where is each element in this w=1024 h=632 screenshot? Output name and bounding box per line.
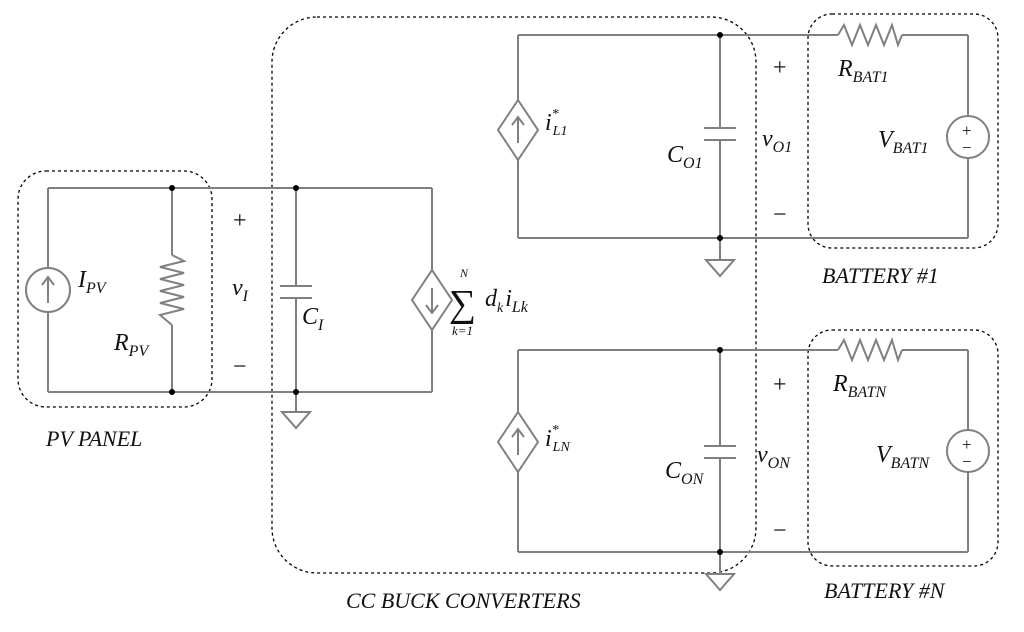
batteryN-box	[807, 329, 999, 567]
sum-upper-limit: N	[459, 266, 469, 280]
converterN-source-label: i*LN	[545, 423, 570, 455]
summation-label: N ∑ k=1 dkiLk	[449, 266, 529, 338]
pv-current-source	[25, 267, 71, 313]
battery1-voltage-label: VBAT1	[878, 127, 929, 157]
batteryN-resistor	[837, 336, 903, 364]
output-capacitor-1-label: CO1	[667, 142, 703, 172]
batteryN-voltage-source	[946, 429, 990, 473]
batteryN-source-plus: +	[962, 435, 972, 454]
batteryN-source-minus: −	[962, 452, 972, 471]
batteryN-title: BATTERY #N	[824, 578, 946, 603]
converterN-dependent-source	[496, 410, 540, 474]
converter-branch-N	[496, 336, 990, 592]
input-voltage-plus: +	[233, 208, 247, 234]
output-capacitor-N-label: CON	[665, 458, 705, 488]
batteryN-voltage-label: VBATN	[876, 442, 931, 472]
ground-icon	[703, 259, 737, 278]
input-capacitor	[280, 285, 312, 299]
battery1-title: BATTERY #1	[822, 263, 939, 288]
output-voltage-N-plus: +	[773, 372, 787, 398]
arrow-up-icon	[511, 427, 525, 455]
battery1-source-plus: +	[962, 121, 972, 140]
pv-resistor	[157, 254, 187, 326]
battery1-resistor	[837, 21, 903, 49]
sum-term: dkiLk	[485, 286, 529, 316]
output-voltage-1-label: vO1	[762, 126, 792, 156]
converter-branch-1	[496, 21, 990, 278]
arrow-up-icon	[41, 275, 55, 303]
battery1-voltage-source	[946, 115, 990, 159]
output-capacitor-1	[704, 127, 736, 141]
output-voltage-1-plus: +	[773, 55, 787, 81]
input-capacitor-label: CI	[302, 304, 324, 334]
pv-source-label: IPV	[77, 267, 108, 297]
battery1-source-minus: −	[962, 138, 972, 157]
pv-panel-title: PV PANEL	[45, 426, 142, 451]
output-voltage-1-minus: −	[773, 202, 787, 228]
converter1-source-label: i*L1	[545, 107, 567, 139]
arrow-down-icon	[425, 288, 439, 315]
battery1-box	[807, 13, 999, 249]
sum-lower-limit: k=1	[452, 323, 473, 338]
batteryN-resistor-label: RBATN	[832, 371, 888, 401]
input-voltage-minus: −	[233, 354, 247, 380]
output-voltage-N-minus: −	[773, 518, 787, 544]
input-voltage-label: vI	[232, 275, 249, 305]
output-capacitor-N	[704, 445, 736, 459]
buck-converters-title: CC BUCK CONVERTERS	[346, 588, 581, 613]
pv-panel-box	[17, 170, 213, 408]
battery1-resistor-label: RBAT1	[837, 56, 889, 86]
ground-icon	[703, 573, 737, 592]
summed-dependent-source	[410, 268, 454, 332]
pv-input-circuit	[25, 185, 454, 430]
sigma-icon: ∑	[449, 283, 476, 325]
ground-icon	[279, 411, 313, 430]
arrow-up-icon	[511, 115, 525, 143]
buck-converters-box	[271, 16, 757, 574]
output-voltage-N-label: vON	[757, 442, 791, 472]
converter1-dependent-source	[496, 98, 540, 162]
pv-resistor-label: RPV	[113, 330, 150, 360]
